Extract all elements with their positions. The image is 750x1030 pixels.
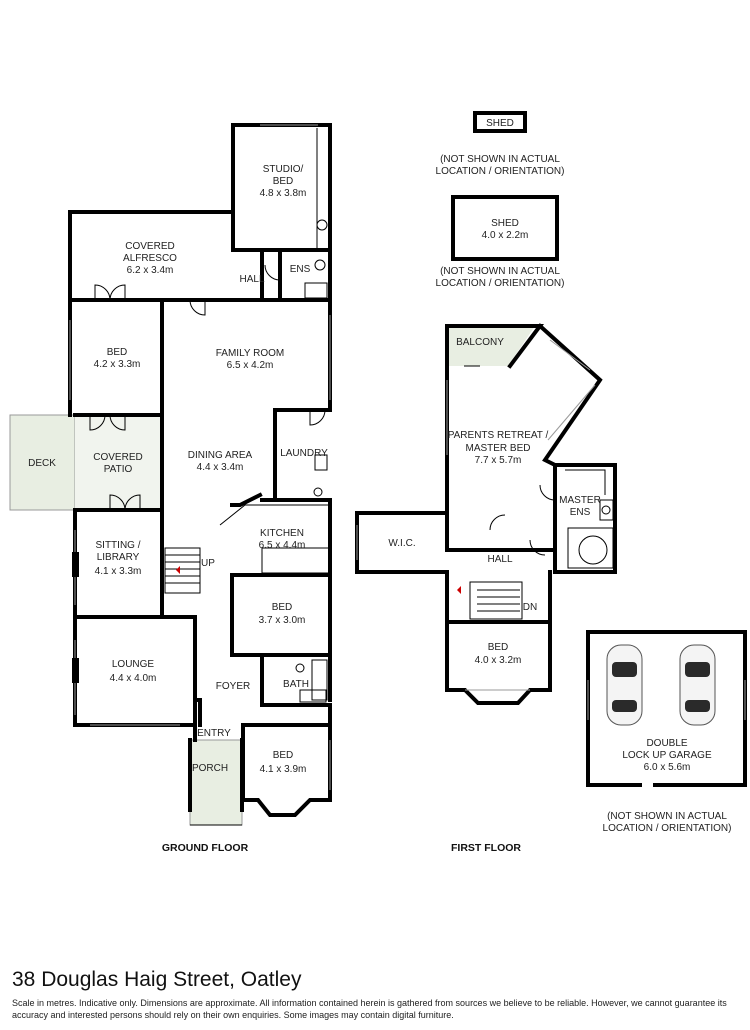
studio-bed-label-2: BED [273,176,294,187]
covered-alfresco-label: COVERED [125,241,174,252]
bath-label: BATH [283,679,309,690]
outbuildings: SHED (NOT SHOWN IN ACTUAL LOCATION / ORI… [436,111,747,834]
stairs-up-label: UP [201,558,215,569]
studio-bed-dims: 4.8 x 3.8m [260,188,307,199]
stairs-down-label: DN [523,602,537,613]
bed-2-dims: 3.7 x 3.0m [259,615,306,626]
ensuite-label: ENS [290,264,311,275]
large-shed-label: SHED [491,218,519,229]
porch-area [189,739,243,826]
floor-plan: STUDIO/ BED 4.8 x 3.8m COVERED ALFRESCO … [9,111,747,854]
sitting-library-dims: 4.1 x 3.3m [95,566,142,577]
fireplace [72,552,79,577]
sitting-library-label: SITTING / [96,540,141,551]
fireplace [72,658,79,683]
family-room-label: FAMILY ROOM [216,348,285,359]
kitchen-label: KITCHEN [260,528,304,539]
laundry-label: LAUNDRY [280,448,328,459]
ground-stairs [164,547,201,594]
lounge-dims: 4.4 x 4.0m [110,673,157,684]
large-shed-note-2: LOCATION / ORIENTATION) [436,278,565,289]
covered-patio-area [75,415,162,510]
bed-1-dims: 4.2 x 3.3m [94,359,141,370]
sitting-library-label-2: LIBRARY [97,552,140,563]
dining-area-label: DINING AREA [188,450,253,461]
large-shed-note-1: (NOT SHOWN IN ACTUAL [440,266,560,277]
large-shed-dims: 4.0 x 2.2m [482,230,529,241]
garage-label: DOUBLE [646,738,687,749]
ground-floor-plan: STUDIO/ BED 4.8 x 3.8m COVERED ALFRESCO … [9,123,332,854]
first-floor-label: FIRST FLOOR [451,842,521,854]
bed-1-label: BED [107,347,128,358]
covered-patio-label: COVERED [93,452,142,463]
wic-label: W.I.C. [388,538,415,549]
bed-3-label: BED [273,750,294,761]
family-room-dims: 6.5 x 4.2m [227,360,274,371]
kitchen-dims: 6.5 x 4.4m [259,540,306,551]
master-ens-label: MASTER [559,495,601,506]
garage-label-2: LOCK UP GARAGE [622,750,712,761]
deck-label: DECK [28,458,56,469]
bed-2-label: BED [272,602,293,613]
ground-hall-label: HALL [239,274,264,285]
lounge-label: LOUNGE [112,659,155,670]
porch-label: PORCH [192,763,228,774]
garage-note-1: (NOT SHOWN IN ACTUAL [607,811,727,822]
property-address: 38 Douglas Haig Street, Oatley [12,968,302,991]
small-shed-note-1: (NOT SHOWN IN ACTUAL [440,154,560,165]
ground-floor-label: GROUND FLOOR [162,842,249,854]
disclaimer: Scale in metres. Indicative only. Dimens… [12,998,727,1020]
garage-note-2: LOCATION / ORIENTATION) [603,823,732,834]
parents-retreat-label: PARENTS RETREAT / [448,430,549,441]
first-floor-plan: BALCONY PARENTS RETREAT / MASTER BED 7.7… [355,323,617,854]
parents-retreat-dims: 7.7 x 5.7m [475,455,522,466]
car-icon [606,644,643,726]
car-icon [679,644,716,726]
first-bed-label: BED [488,642,509,653]
studio-bed-label: STUDIO/ [263,164,304,175]
deck-area [9,414,76,511]
covered-alfresco-dims: 6.2 x 3.4m [127,265,174,276]
dining-area-dims: 4.4 x 3.4m [197,462,244,473]
parents-retreat-label-2: MASTER BED [465,443,530,454]
master-ens-label-2: ENS [570,507,591,518]
small-shed-note-2: LOCATION / ORIENTATION) [436,166,565,177]
small-shed-label: SHED [486,118,514,129]
covered-patio-label-2: PATIO [104,464,133,475]
garage-dims: 6.0 x 5.6m [644,762,691,773]
covered-alfresco-label-2: ALFRESCO [123,253,177,264]
balcony-label: BALCONY [456,337,504,348]
first-bed-dims: 4.0 x 3.2m [475,655,522,666]
entry-label: ENTRY [197,728,231,739]
foyer-label: FOYER [216,681,250,692]
first-hall-label: HALL [487,554,512,565]
bed-3-dims: 4.1 x 3.9m [260,764,307,775]
